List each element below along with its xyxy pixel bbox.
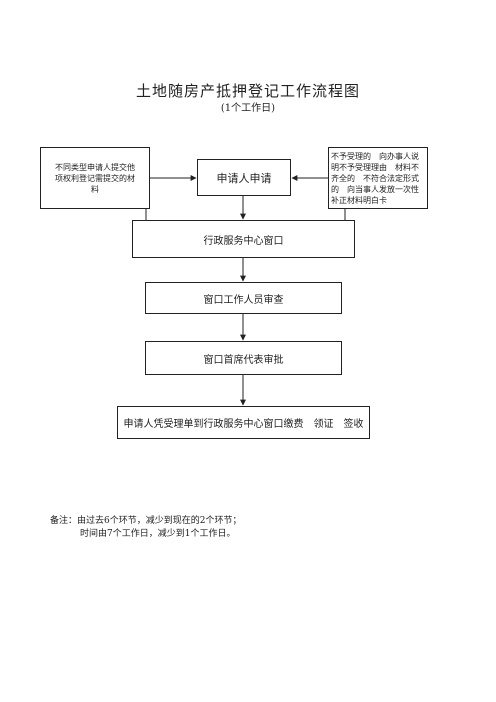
box-applicant-apply: 申请人申请 xyxy=(197,159,291,196)
box-service-center-window-label: 行政服务中心窗口 xyxy=(203,235,284,247)
box-rejection-notice: 不予受理的 向办事人说明不予受理理由 材料不齐全的 不符合法定形式的 向当事人发… xyxy=(328,147,428,209)
page-title: 土地随房产抵押登记工作流程图 xyxy=(135,82,360,100)
box-pay-and-collect-label: 申请人凭受理单到行政服务中心窗口缴费 领证 签收 xyxy=(123,419,364,430)
remarks-line-2: 时间由7个工作日，减少到1个工作日。 xyxy=(80,529,236,539)
box-staff-review-label: 窗口工作人员审查 xyxy=(203,294,284,306)
box-service-center-window: 行政服务中心窗口 xyxy=(132,220,355,258)
page-subtitle: (1个工作日) xyxy=(220,103,276,114)
remarks: 备注：由过去6个环节，减少到现在的2个环节； 时间由7个工作日，减少到1个工作日… xyxy=(50,515,241,541)
box-applicant-apply-label: 申请人申请 xyxy=(216,171,272,185)
box-pay-and-collect: 申请人凭受理单到行政服务中心窗口缴费 领证 签收 xyxy=(117,406,370,439)
box-chief-approval: 窗口首席代表审批 xyxy=(145,341,342,375)
remarks-line-1: 备注：由过去6个环节，减少到现在的2个环节； xyxy=(50,516,242,526)
box-staff-review: 窗口工作人员审查 xyxy=(145,282,342,314)
box-submit-materials: 不同类型申请人提交他项权利登记需提交的材料 xyxy=(40,147,150,209)
box-rejection-notice-label: 不予受理的 向办事人说明不予受理理由 材料不齐全的 不符合法定形式的 向当事人发… xyxy=(331,151,419,205)
box-chief-approval-label: 窗口首席代表审批 xyxy=(203,354,284,366)
box-submit-materials-label: 不同类型申请人提交他项权利登记需提交的材料 xyxy=(55,162,135,194)
